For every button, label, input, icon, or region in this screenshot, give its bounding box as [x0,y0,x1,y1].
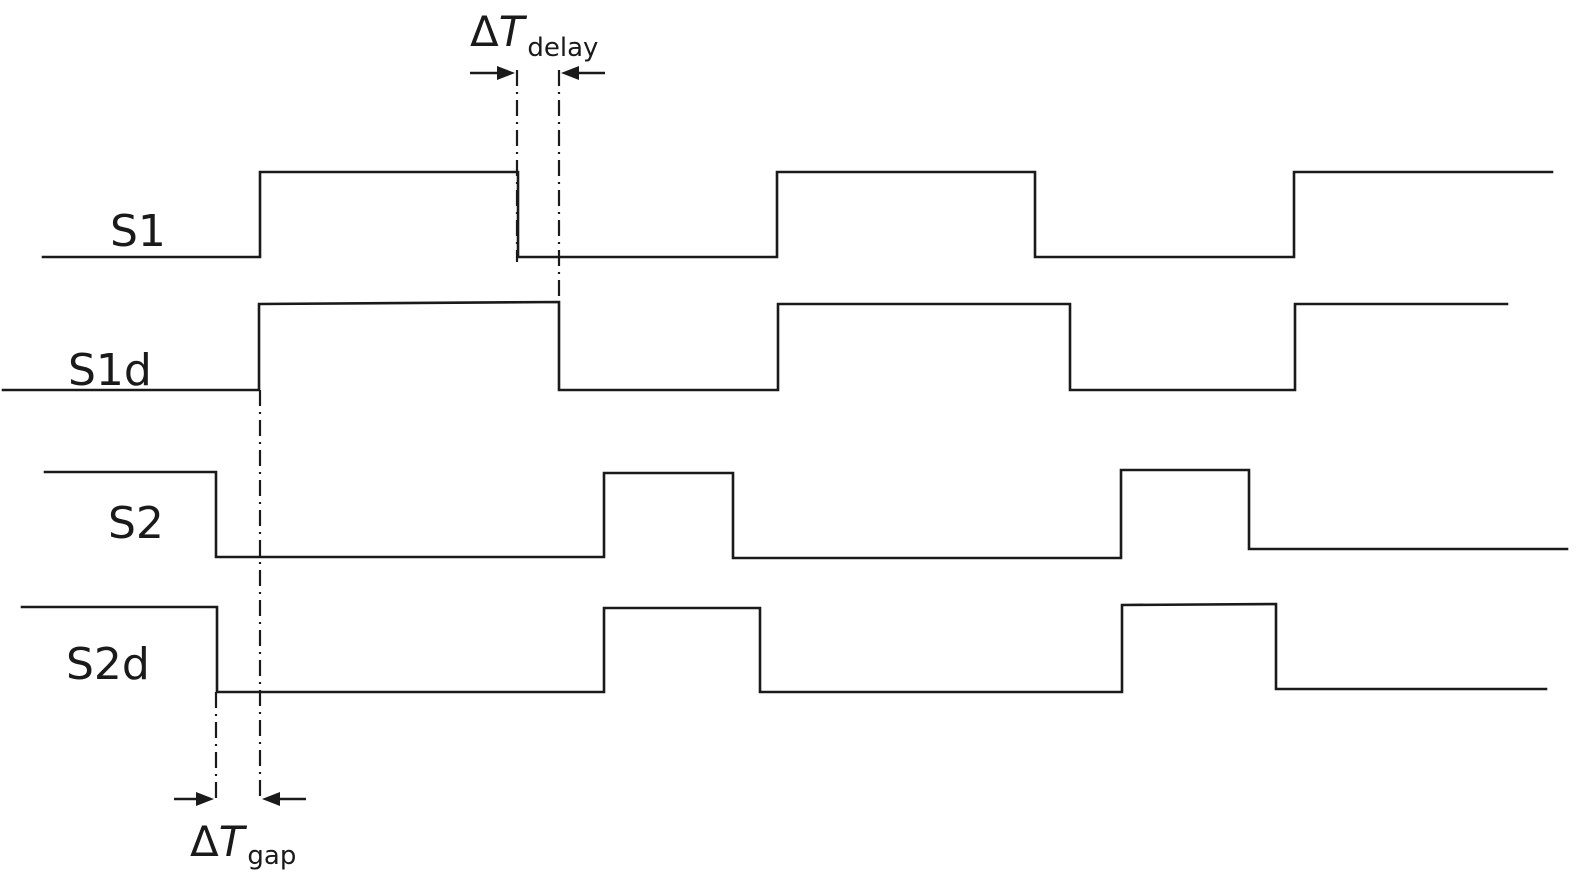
waveform-s2d [20,602,1548,694]
delay-arrow-left [470,66,515,80]
delay-delta-symbol: Δ [470,7,499,56]
signal-label-s1d: S1d [68,345,152,396]
waveform-s1 [41,170,1554,259]
delay-subscript: delay [527,33,598,63]
delay-variable: T [499,7,528,56]
waveform-s2 [43,468,1569,560]
delay-arrow-right [561,66,605,80]
gap-arrow-right [262,792,306,806]
signal-label-s1: S1 [110,206,166,257]
gap-delta-symbol: Δ [190,817,219,866]
signal-label-s2d: S2d [66,639,150,690]
signal-label-s2: S2 [108,498,164,549]
gap-arrow-left [174,792,214,806]
gap-subscript: gap [247,841,296,871]
gap-variable: T [219,817,248,866]
waveform-s1d [1,300,1509,392]
